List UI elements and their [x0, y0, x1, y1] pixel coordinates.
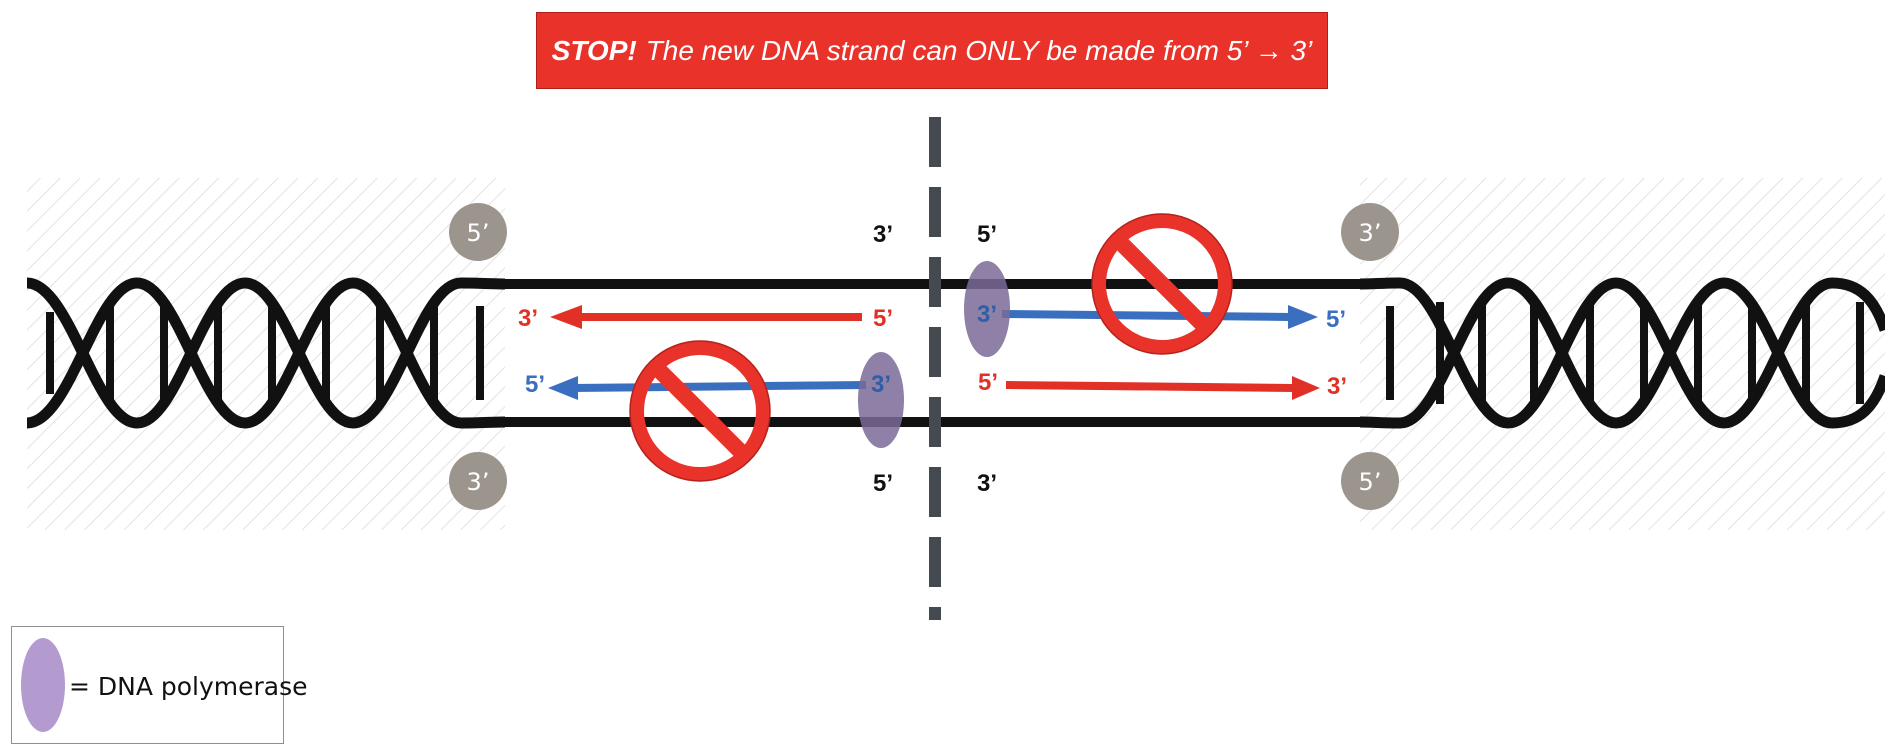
right-blue-head-label: 5’	[1326, 306, 1346, 333]
polymerase-right-icon	[964, 261, 1010, 357]
label-left-bottom: 3’	[467, 468, 490, 496]
label-center-right-top: 5’	[977, 221, 997, 248]
left-blue-tail-label: 3’	[871, 371, 891, 398]
dna-helix-left-icon	[27, 277, 505, 429]
end-badge-left-top	[449, 203, 507, 261]
left-blue-head-label: 5’	[525, 371, 545, 398]
end-badge-left-bottom	[449, 452, 507, 510]
right-red-arrowhead	[1292, 376, 1320, 400]
right-red-head-label: 3’	[1327, 373, 1347, 400]
polymerase-legend-icon	[21, 638, 65, 732]
left-blue-arrowhead	[548, 376, 578, 400]
end-badge-right-top	[1341, 203, 1399, 261]
left-blue-arrow	[571, 381, 867, 392]
end-badge-right-bottom	[1341, 452, 1399, 510]
right-red-tail-label: 5’	[978, 369, 998, 396]
left-red-tail-label: 5’	[873, 305, 893, 332]
left-red-head-label: 3’	[518, 305, 538, 332]
prohibited-left-icon	[629, 340, 771, 482]
banner-message: The new DNA strand can ONLY be made from…	[645, 34, 1313, 66]
prohibited-right-icon	[1091, 213, 1233, 355]
right-blue-tail-label: 3’	[977, 301, 997, 328]
label-left-top: 5’	[467, 219, 490, 247]
legend-text: = DNA polymerase	[69, 672, 308, 701]
label-center-right-bottom: 3’	[977, 470, 997, 497]
right-red-arrow	[1005, 381, 1295, 392]
legend-box: = DNA polymerase	[11, 626, 308, 744]
label-right-bottom: 5’	[1359, 468, 1382, 496]
label-right-top: 3’	[1359, 219, 1382, 247]
label-center-left-top: 3’	[873, 221, 893, 248]
stop-word: STOP!	[551, 34, 637, 66]
left-red-arrowhead	[550, 305, 582, 329]
right-blue-arrow	[1001, 310, 1291, 321]
stop-banner: STOP! The new DNA strand can ONLY be mad…	[536, 12, 1328, 89]
right-blue-arrowhead	[1288, 305, 1318, 329]
dna-helix-right-icon	[1360, 277, 1885, 429]
polymerase-left-icon	[858, 352, 904, 448]
label-center-left-bottom: 5’	[873, 470, 893, 497]
